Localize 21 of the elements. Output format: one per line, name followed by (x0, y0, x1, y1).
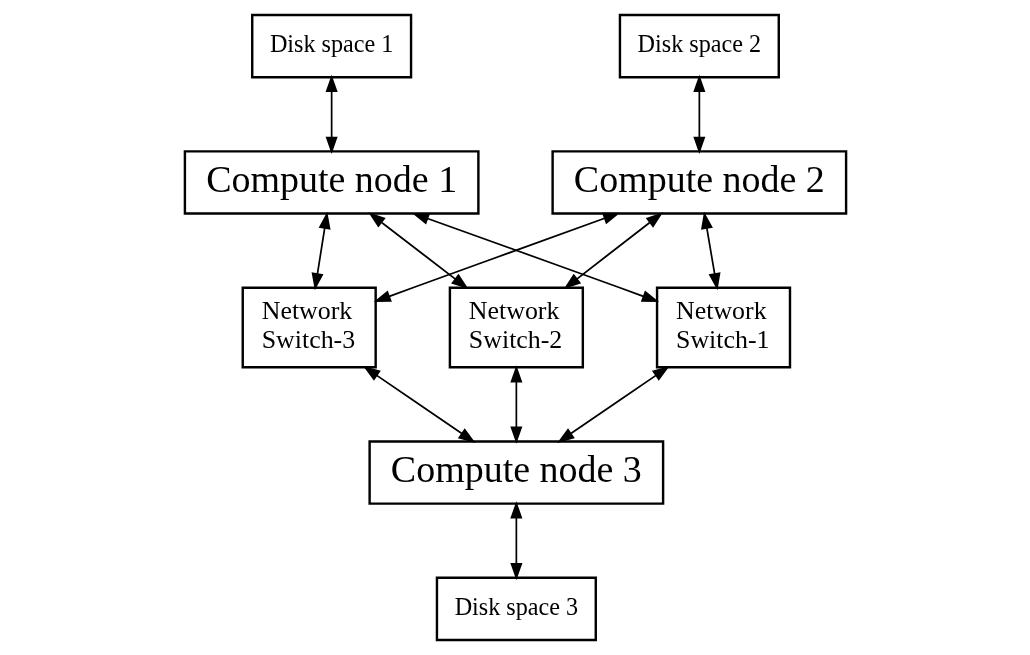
node-box: Network Switch-2 (448, 286, 584, 369)
arrow (411, 212, 659, 303)
arrow (556, 366, 670, 443)
arrow (367, 212, 468, 290)
arrow (509, 501, 522, 581)
arrow (373, 212, 620, 303)
node-box: Disk space 2 (618, 13, 780, 79)
node-box: Disk space 3 (435, 576, 597, 642)
arrow (700, 211, 721, 291)
arrow (509, 365, 522, 444)
node-box: Compute node 3 (367, 440, 664, 505)
node-box: Network Switch-1 (655, 286, 791, 369)
arrow (362, 366, 476, 443)
arrow (692, 74, 705, 154)
node-box: Disk space 1 (250, 13, 412, 79)
node-box: Compute node 2 (550, 150, 847, 215)
node-box: Compute node 1 (183, 150, 480, 215)
node-box: Network Switch-3 (241, 286, 377, 369)
arrow (311, 211, 331, 291)
arrow (563, 212, 663, 290)
arrow (325, 74, 338, 154)
